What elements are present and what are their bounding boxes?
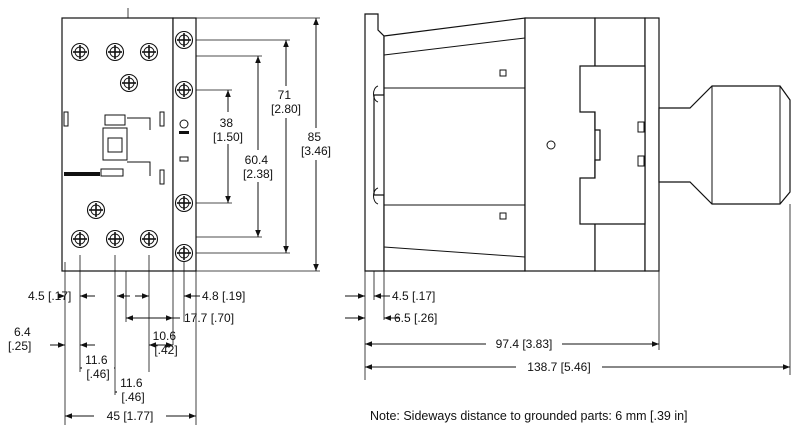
coil-screw-icon: [119, 73, 139, 93]
dim-overall-height: 85 [3.46]: [301, 130, 331, 158]
dim-middle-height: 60.4 [2.38]: [243, 153, 273, 181]
aux-block: [172, 17, 197, 272]
aux-slot-icon: [179, 156, 189, 162]
dim-overall-depth: 138.7 [5.46]: [527, 360, 590, 374]
aux-screw-icon: [174, 30, 194, 50]
sideways-distance-note: Note: Sideways distance to grounded part…: [370, 409, 688, 423]
dim-edge-offset: 6.4 [.25]: [8, 325, 34, 353]
dim-overall-width: 45 [1.77]: [107, 409, 154, 423]
aux-screw-icon: [174, 80, 194, 100]
terminal-screw-icon: [139, 42, 159, 62]
terminal-screw-icon: [105, 229, 125, 249]
actuator-window: [63, 111, 165, 185]
dim-rail-offset-1: 4.5 [.17]: [392, 289, 435, 303]
dim-terminal-offset-right: 4.8 [.19]: [202, 289, 245, 303]
terminal-screw-icon: [70, 229, 90, 249]
side-depth-dims: 4.5 [.17] 6.5 [.26] 97.4 [3.83] 138.7 [5…: [345, 289, 790, 374]
front-width-dims: 4.5 [.17] 4.8 [.19] 17.7 [.70] 6.4 [.25]…: [8, 289, 245, 423]
front-view: [61, 8, 197, 425]
aux-indicator-icon: [179, 119, 189, 129]
front-height-dims: 38 [1.50] 60.4 [2.38] 71 [2.80] 85 [3.46…: [196, 17, 340, 272]
dim-terminal-offset-left: 4.5 [.17]: [28, 289, 71, 303]
dim-right-block: 17.7 [.70]: [184, 311, 234, 325]
terminal-screw-icon: [139, 229, 159, 249]
terminal-screw-icon: [105, 42, 125, 62]
coil-screw-icon: [86, 200, 106, 220]
aux-screw-icon: [174, 193, 194, 213]
dim-pitch-3: 10.6 [.42]: [153, 329, 180, 357]
aux-screw-icon: [174, 243, 194, 263]
dim-rail-offset-2: 6.5 [.26]: [394, 311, 437, 325]
dim-pitch-1: 11.6 [.46]: [85, 353, 111, 381]
dim-pitch-2: 11.6 [.46]: [120, 376, 146, 404]
aux-indicator-icon: [179, 131, 189, 134]
dim-body-depth: 97.4 [3.83]: [496, 337, 553, 351]
dim-terminal-height: 71 [2.80]: [271, 88, 301, 116]
terminal-screw-icon: [70, 42, 90, 62]
side-view: [364, 13, 791, 380]
dim-inner-height: 38 [1.50]: [213, 116, 243, 144]
